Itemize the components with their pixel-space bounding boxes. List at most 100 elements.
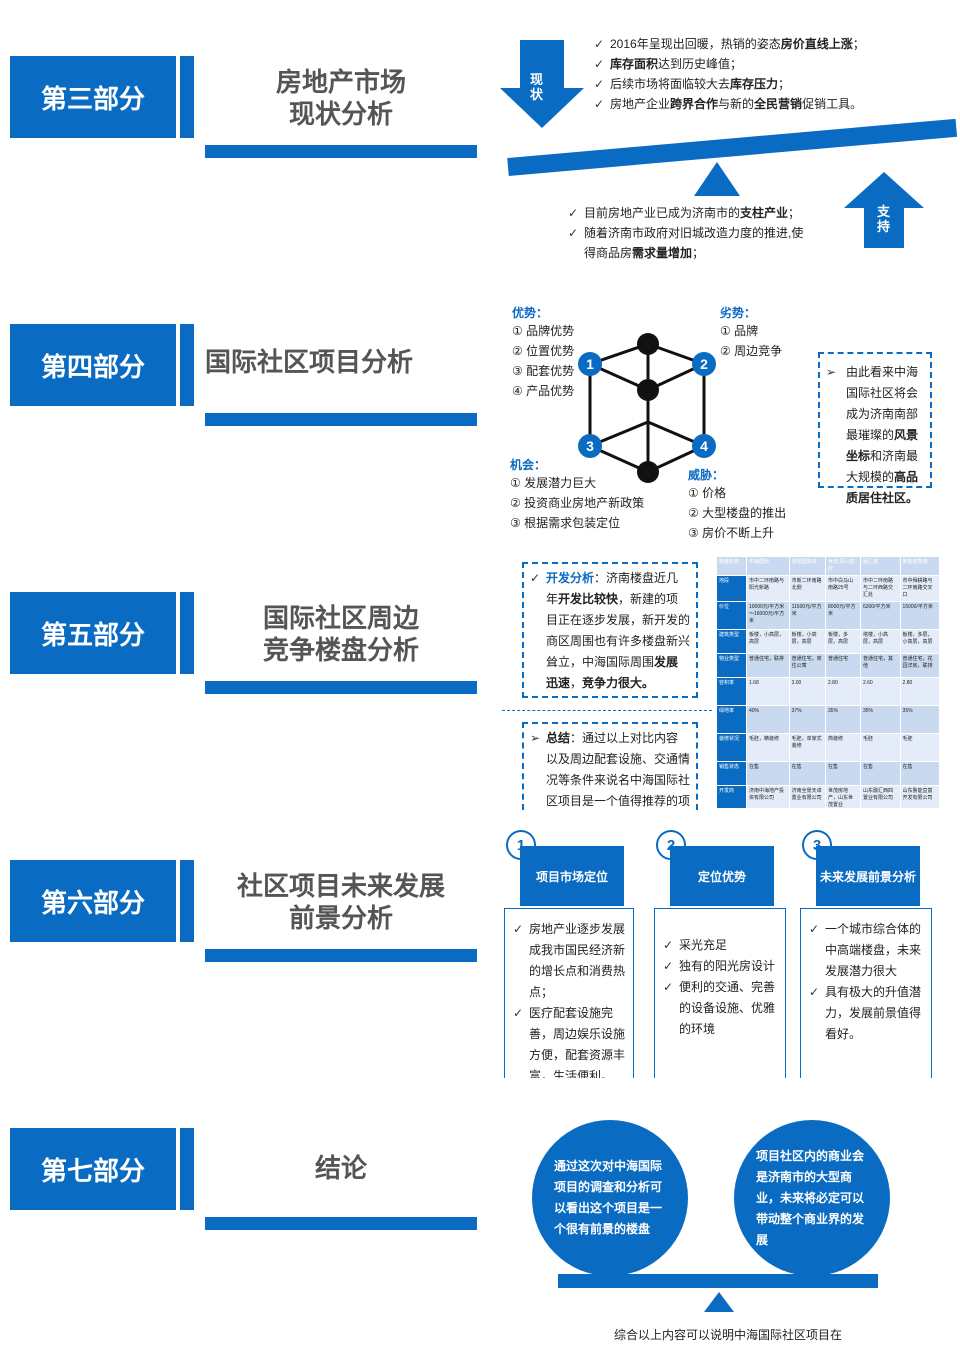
section-label: 第七部分 [10, 1128, 176, 1210]
table-row: 开发商济南中海地产投资有限公司济南全景天卓置业有限公司世茂房地产，山东世茂置业山… [716, 785, 940, 808]
label-stripe [180, 56, 194, 138]
table-row: 地段市中二环南路与阳光新路市新二环南路北侧市中白马山南路25号市中二环南路与二环… [716, 575, 940, 602]
summary-box: 总结：通过以上对比内容以及周边配套设施、交通情况等条件来说名中海国际社区项目是一… [522, 722, 698, 810]
section-4: 第四部分 国际社区项目分析 优势： ① 品牌优势 ② 位置优势 ③ 配套优势 ④… [0, 290, 960, 540]
cube-node-2 [692, 352, 716, 376]
opportunities-title: 机会： [510, 458, 547, 472]
card-body-1: 房地产业逐步发展成我市国民经济新的增长点和消费热点； 医疗配套设施完善，周边娱乐… [504, 908, 634, 1078]
section-label: 第五部分 [10, 592, 176, 674]
bullet: 房地产企业跨界合作与新的全民营销促销工具。 [594, 94, 894, 114]
card-body-2: 采光充足 独有的阳光房设计 便利的交通、完善的设备设施、优雅的环境 [654, 908, 786, 1078]
bullet: 2016年呈现出回暖，热销的姿态房价直线上涨； [594, 34, 894, 54]
cube-node [637, 379, 659, 401]
arrow-down-icon [500, 40, 584, 128]
opportunity-item: ② 投资商业房地产新政策 [510, 496, 645, 510]
bullet: 库存面积达到历史峰值； [594, 54, 894, 74]
weakness-item: ② 周边竞争 [720, 344, 783, 358]
opportunity-item: ① 发展潜力巨大 [510, 476, 597, 490]
weakness-item: ① 品牌 [720, 324, 759, 338]
threat-item: ① 价格 [688, 486, 727, 500]
table-row: 销售状态在售在售在售在售在售 [716, 761, 940, 786]
title-bar [205, 681, 477, 694]
weaknesses: 劣势： ① 品牌 ② 周边竞争 [720, 304, 782, 361]
opportunity-item: ③ 根据需求包装定位 [510, 516, 621, 530]
fulcrum-icon [694, 162, 740, 196]
cube-node-4 [692, 434, 716, 458]
node-number: 4 [700, 438, 708, 454]
card-bullet: 医疗配套设施完善，周边娱乐设施方便，配套资源丰富，生活便利。 [513, 1003, 625, 1078]
table-row: 建筑类型板楼，小高层，高层板楼，小高层，高层板楼，多层，高层塔楼，小高层，高层板… [716, 629, 940, 654]
conclusion-text: 综合以上内容可以说明中海国际社区项目在 [614, 1328, 843, 1342]
table-row: 物业类型普通住宅，联排普通住宅，商住公寓普通住宅普通住宅，其他普通住宅，花园洋房… [716, 653, 940, 678]
swot-cube-diagram: 1 2 3 4 [578, 333, 716, 483]
right-circle: 项目社区内的商业会是济南市的大型商业，未来将必定可以带动整个商业界的发展 [734, 1120, 890, 1276]
threat-item: ② 大型楼盘的推出 [688, 506, 787, 520]
card-bullet: 具有极大的升值潜力，发展前景值得看好。 [809, 982, 923, 1045]
card-body-3: 一个城市综合体的中高端楼盘，未来发展潜力很大 具有极大的升值潜力，发展前景值得看… [800, 908, 932, 1078]
cube-node-3 [578, 434, 602, 458]
strength-item: ③ 配套优势 [512, 364, 575, 378]
opportunities: 机会： ① 发展潜力巨大 ② 投资商业房地产新政策 ③ 根据需求包装定位 [510, 456, 644, 533]
left-circle: 通过这次对中海国际项目的调查和分析可以看出这个项目是一个很有前景的楼盘 [532, 1120, 688, 1276]
balance-beam [558, 1274, 878, 1288]
card-title-2: 定位优势 [670, 846, 774, 906]
cube-node-1 [578, 352, 602, 376]
title-bar [205, 949, 477, 962]
comparison-table: 楼盘名称中海国际绿地国际城世茂.原山首府融汇城鲁能领秀城 地段市中二环南路与阳光… [716, 556, 940, 808]
dev-analysis-box: 开发分析：济南楼盘近几年开发比较快，新建的项目正在逐步发展，新开发的商区周围也有… [522, 562, 698, 698]
strength-item: ② 位置优势 [512, 344, 575, 358]
section-title: 国际社区项目分析 [205, 347, 414, 377]
bullet: 随着济南市政府对旧城改造力度的推进,使得商品房需求量增加； [568, 223, 808, 263]
note-text: 由此看来中海国际社区将会成为济南南部最璀璨的风景坐标和济南最大规模的高品质居住社… [826, 362, 924, 509]
section-title: 社区项目未来发展前景分析 [236, 871, 445, 933]
fulcrum-icon [704, 1292, 734, 1312]
strength-item: ① 品牌优势 [512, 324, 575, 338]
strengths: 优势： ① 品牌优势 ② 位置优势 ③ 配套优势 ④ 产品优势 [512, 304, 574, 401]
card-bullet: 一个城市综合体的中高端楼盘，未来发展潜力很大 [809, 919, 923, 982]
card-bullet: 采光充足 [663, 935, 777, 956]
bottom-bullets: 目前房地产业已成为济南市的支柱产业； 随着济南市政府对旧城改造力度的推进,使得商… [568, 203, 808, 267]
section-title: 国际社区周边竞争楼盘分析 [262, 603, 419, 665]
label-stripe [180, 324, 194, 406]
bullet: 后续市场将面临较大去库存压力； [594, 74, 894, 94]
threats: 威胁： ① 价格 ② 大型楼盘的推出 ③ 房价不断上升 [688, 466, 786, 543]
label-stripe [180, 592, 194, 674]
section-title: 结论 [314, 1153, 367, 1183]
top-bullets: 2016年呈现出回暖，热销的姿态房价直线上涨； 库存面积达到历史峰值； 后续市场… [594, 34, 894, 114]
label-stripe [180, 1128, 194, 1210]
comparison-table-wrap: 楼盘名称中海国际绿地国际城世茂.原山首府融汇城鲁能领秀城 地段市中二环南路与阳光… [716, 556, 940, 808]
title-bar [205, 1217, 477, 1230]
card-bullet: 独有的阳光房设计 [663, 956, 777, 977]
threat-item: ③ 房价不断上升 [688, 526, 775, 540]
node-number: 1 [586, 356, 594, 372]
table-header-row: 楼盘名称中海国际绿地国际城世茂.原山首府融汇城鲁能领秀城 [716, 556, 940, 576]
summary-text: 总结：通过以上对比内容以及周边配套设施、交通情况等条件来说名中海国际社区项目是一… [530, 728, 690, 810]
strength-item: ④ 产品优势 [512, 384, 575, 398]
arrow-up-label: 支 持 [877, 204, 891, 234]
strengths-title: 优势： [512, 306, 549, 320]
section-label: 第六部分 [10, 860, 176, 942]
bullet: 目前房地产业已成为济南市的支柱产业； [568, 203, 808, 223]
card-title-3: 未来发展前景分析 [816, 846, 920, 906]
cube-node [637, 461, 659, 483]
arrow-down-label: 现 状 [530, 72, 544, 102]
dev-analysis-text: 开发分析：济南楼盘近几年开发比较快，新建的项目正在逐步发展，新开发的商区周围也有… [530, 568, 690, 694]
node-number: 2 [700, 356, 708, 372]
card-bullet: 便利的交通、完善的设备设施、优雅的环境 [663, 977, 777, 1040]
divider-line [502, 710, 712, 711]
section-title: 房地产市场现状分析 [275, 67, 406, 129]
threats-title: 威胁： [688, 468, 725, 482]
table-row: 装修状况毛胚，精装修毛胚，单家式装修简装修毛胚毛胚 [716, 733, 940, 762]
card-title-1: 项目市场定位 [520, 846, 624, 906]
title-bar [205, 145, 477, 158]
weaknesses-title: 劣势： [720, 306, 757, 320]
label-stripe [180, 860, 194, 942]
card-bullet: 房地产业逐步发展成我市国民经济新的增长点和消费热点； [513, 919, 625, 1003]
title-bar [205, 413, 477, 426]
